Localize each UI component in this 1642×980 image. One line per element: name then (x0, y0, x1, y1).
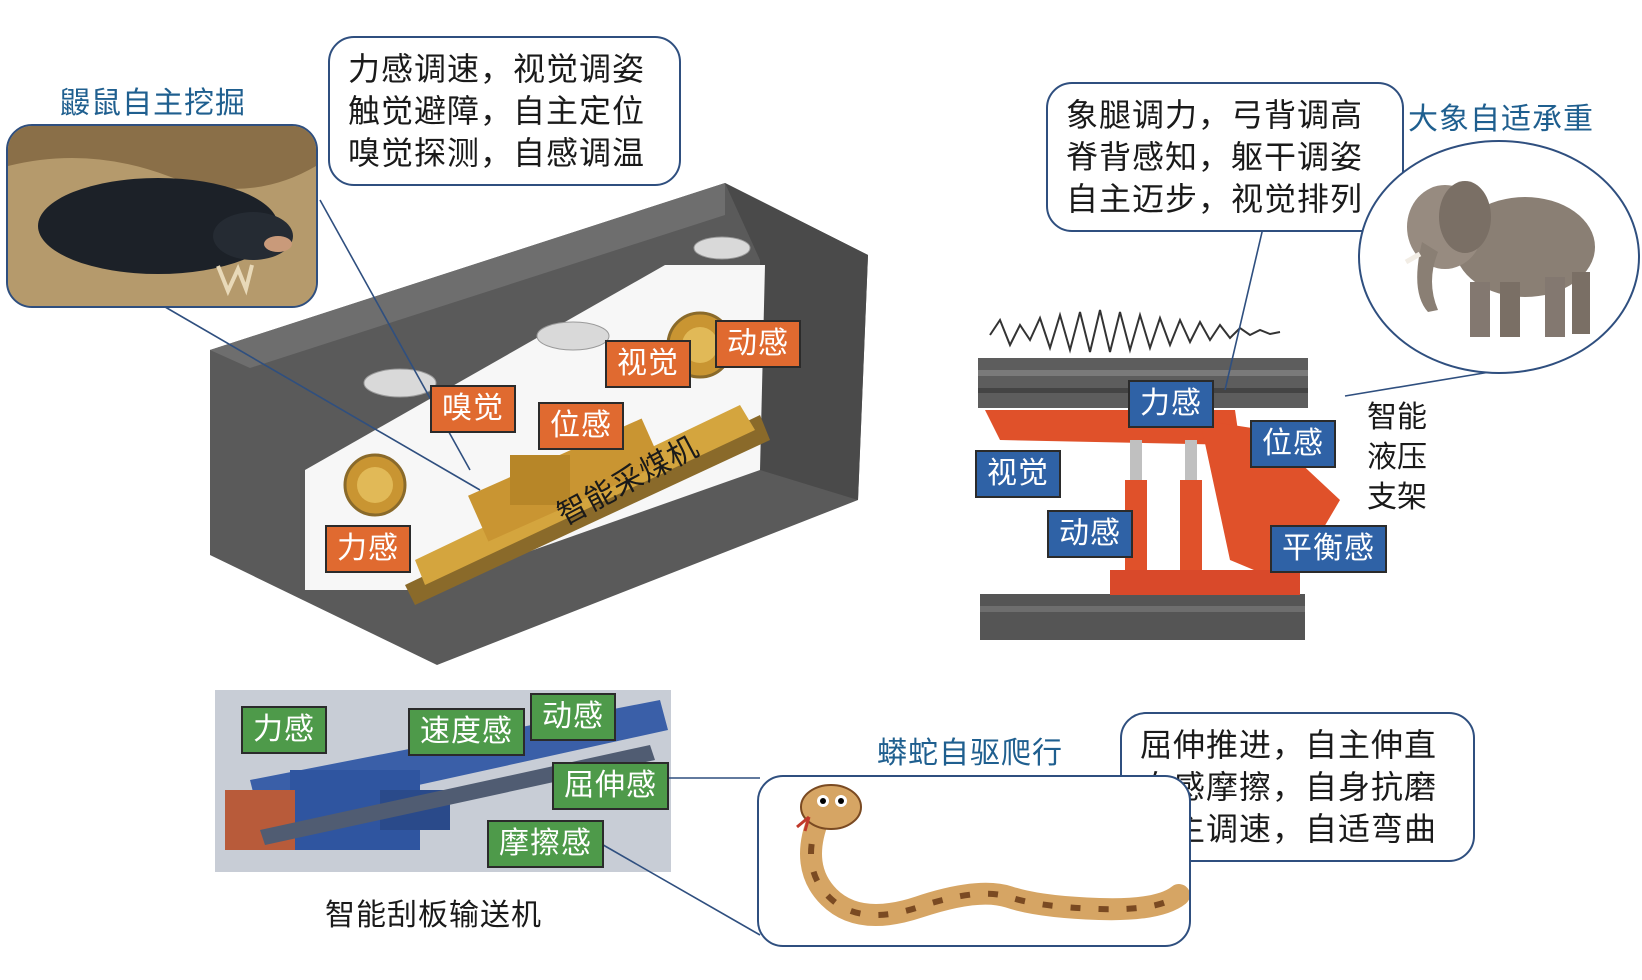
support-caption-line: 支架 (1367, 480, 1427, 515)
conveyor-tag-friction: 摩擦感 (487, 820, 604, 868)
elephant-callout: 象腿调力，弓背调高 脊背感知，躯干调姿 自主迈步，视觉排列 (1046, 82, 1404, 232)
python-image (796, 784, 1189, 926)
elephant-callout-line: 脊背感知，躯干调姿 (1066, 138, 1364, 176)
conveyor-tag-force: 力感 (241, 706, 327, 754)
shearer-tag-vision: 视觉 (605, 340, 691, 388)
elephant-title: 大象自适承重 (1408, 102, 1594, 137)
mole-callout: 力感调速，视觉调姿 触觉避障，自主定位 嗅觉探测，自感调温 (328, 36, 681, 186)
support-tag-force: 力感 (1128, 380, 1214, 428)
mole-callout-line: 力感调速，视觉调姿 (348, 50, 646, 88)
conveyor-tag-speed: 速度感 (408, 708, 525, 756)
conveyor-tag-flex: 屈伸感 (552, 762, 669, 810)
support-caption-line: 液压 (1367, 440, 1427, 475)
shearer-tag-force: 力感 (325, 525, 411, 573)
shearer-tag-motion: 动感 (715, 320, 801, 368)
shearer-tag-smell: 嗅觉 (430, 385, 516, 433)
mole-title: 鼹鼠自主挖掘 (60, 86, 246, 121)
vibration-waveform (989, 309, 1281, 354)
shearer-tag-position: 位感 (538, 402, 624, 450)
mole-image (8, 126, 316, 306)
elephant-callout-line: 自主迈步，视觉排列 (1066, 180, 1364, 218)
support-tag-vision: 视觉 (975, 450, 1061, 498)
mole-picture (6, 124, 318, 308)
support-caption-line: 智能 (1367, 400, 1427, 435)
python-title: 蟒蛇自驱爬行 (877, 736, 1063, 771)
elephant-picture (1358, 140, 1640, 374)
elephant-image (1404, 181, 1595, 337)
support-caption: 智能 液压 支架 (1362, 398, 1432, 518)
conveyor-tag-motion: 动感 (530, 693, 616, 741)
python-picture (757, 775, 1191, 947)
elephant-callout-line: 象腿调力，弓背调高 (1066, 96, 1364, 134)
shearer-machine (343, 311, 770, 605)
mole-callout-line: 嗅觉探测，自感调温 (348, 134, 646, 172)
conveyor-caption: 智能刮板输送机 (325, 898, 542, 933)
python-callout-line: 屈伸推进，自主伸直 (1140, 726, 1438, 764)
support-tag-position: 位感 (1250, 420, 1336, 468)
support-tag-balance: 平衡感 (1270, 525, 1387, 573)
support-tag-motion: 动感 (1047, 510, 1133, 558)
mole-callout-line: 触觉避障，自主定位 (348, 92, 646, 130)
